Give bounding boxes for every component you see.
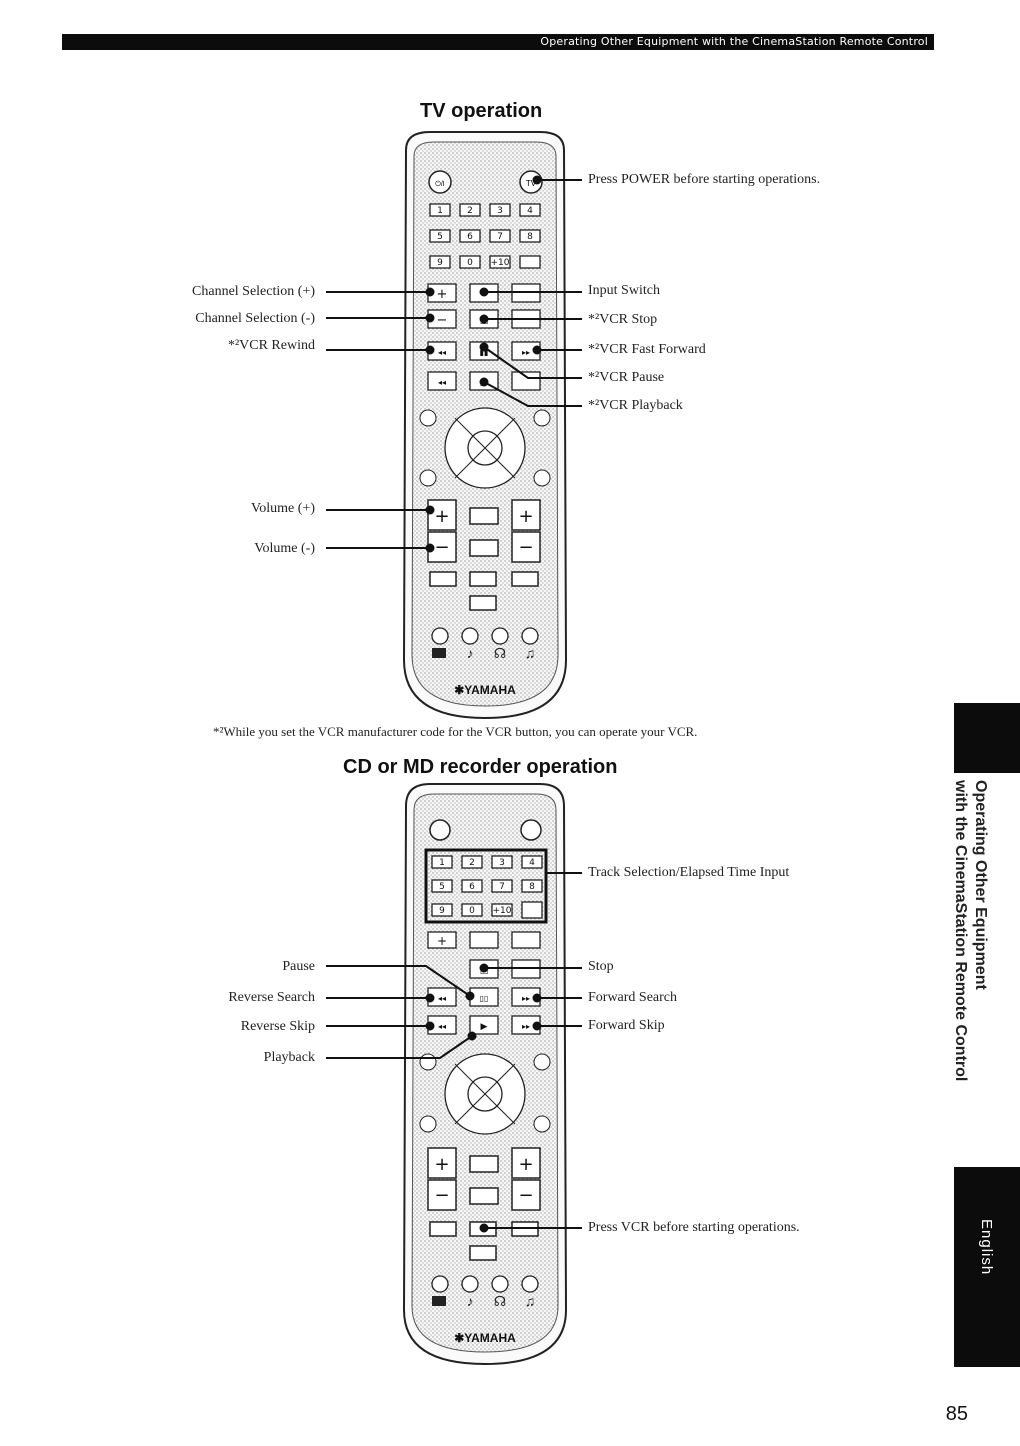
callout-channel-minus: Channel Selection (-) (195, 311, 315, 326)
callout-press-vcr: Press VCR before starting operations. (588, 1220, 800, 1235)
svg-text:♫: ♫ (525, 647, 536, 662)
svg-text:+: + (434, 1154, 449, 1175)
svg-text:▸▸: ▸▸ (522, 1022, 530, 1031)
callout-volume-plus: Volume (+) (250, 501, 315, 516)
svg-text:+: + (437, 934, 447, 948)
cd-callout-lines (326, 872, 582, 1233)
svg-text:5: 5 (437, 232, 443, 242)
svg-text:▮▮: ▮▮ (480, 348, 489, 357)
svg-text:−: − (518, 537, 533, 558)
svg-text:−: − (434, 1185, 449, 1206)
svg-text:◂◂: ◂◂ (438, 994, 446, 1003)
side-section-title: Operating Other Equipment with the Cinem… (950, 780, 990, 1081)
svg-text:◂◂: ◂◂ (438, 1022, 446, 1031)
svg-text:♪: ♪ (467, 1295, 474, 1310)
side-section-line1: Operating Other Equipment (972, 780, 989, 990)
svg-text:◂◂: ◂◂ (438, 348, 446, 357)
svg-text:▸▸: ▸▸ (522, 348, 530, 357)
callout-playback: Playback (263, 1050, 315, 1065)
svg-text:▶: ▶ (481, 1022, 488, 1032)
svg-text:0: 0 (467, 258, 473, 268)
callout-volume-minus: Volume (-) (254, 541, 315, 556)
vcr-footnote: *²While you set the VCR manufacturer cod… (213, 724, 698, 739)
callout-stop: Stop (588, 959, 614, 974)
svg-text:8: 8 (527, 232, 533, 242)
tv-section-title: TV operation (420, 100, 543, 122)
svg-text:7: 7 (497, 232, 503, 242)
side-tab-marker (954, 703, 1020, 773)
callout-reverse-search: Reverse Search (228, 990, 315, 1005)
svg-text:1: 1 (439, 858, 445, 868)
yamaha-logo: ✱YAMAHA (454, 1331, 516, 1345)
svg-text:7: 7 (499, 882, 505, 892)
svg-text:+10: +10 (491, 258, 510, 268)
svg-text:+: + (434, 506, 449, 527)
svg-text:▸▸: ▸▸ (522, 994, 530, 1003)
callout-reverse-skip: Reverse Skip (240, 1019, 315, 1034)
yamaha-logo: ✱YAMAHA (454, 683, 516, 697)
svg-text:8: 8 (529, 882, 535, 892)
svg-text:♫: ♫ (525, 1295, 536, 1310)
svg-text:+: + (518, 1154, 533, 1175)
svg-text:+: + (437, 287, 448, 302)
svg-text:2: 2 (469, 858, 475, 868)
svg-text:3: 3 (499, 858, 505, 868)
callout-press-power: Press POWER before starting operations. (588, 172, 821, 187)
callout-vcr-playback: *²VCR Playback (588, 398, 683, 413)
svg-text:6: 6 (469, 882, 475, 892)
svg-text:+: + (518, 506, 533, 527)
svg-text:3: 3 (497, 206, 503, 216)
callout-input-switch: Input Switch (588, 283, 660, 298)
callout-vcr-stop: *²VCR Stop (588, 312, 658, 327)
callout-vcr-rewind: *²VCR Rewind (227, 338, 315, 353)
svg-text:4: 4 (529, 858, 535, 868)
svg-text:TV: TV (526, 179, 537, 188)
svg-text:1: 1 (437, 206, 443, 216)
svg-text:⏻/I: ⏻/I (435, 180, 444, 188)
svg-text:−: − (518, 1185, 533, 1206)
page-number: 85 (945, 1403, 968, 1425)
svg-text:−: − (434, 537, 449, 558)
callout-forward-skip: Forward Skip (588, 1018, 665, 1033)
svg-text:9: 9 (437, 258, 443, 268)
svg-text:−: − (437, 313, 448, 328)
svg-text:☊: ☊ (494, 647, 506, 662)
callout-pause: Pause (282, 959, 315, 974)
svg-text:+10: +10 (493, 906, 512, 916)
svg-text:♪: ♪ (467, 647, 474, 662)
svg-text:2: 2 (467, 206, 473, 216)
svg-text:4: 4 (527, 206, 533, 216)
callout-track-selection: Track Selection/Elapsed Time Input (588, 865, 790, 880)
side-section-line2: with the CinemaStation Remote Control (952, 780, 969, 1082)
callout-vcr-fast-forward: *²VCR Fast Forward (588, 342, 706, 357)
svg-text:5: 5 (439, 882, 445, 892)
svg-text:0: 0 (469, 906, 475, 916)
svg-text:◂◂: ◂◂ (438, 378, 446, 387)
svg-text:☊: ☊ (494, 1295, 506, 1310)
callout-vcr-pause: *²VCR Pause (588, 370, 665, 385)
callout-forward-search: Forward Search (588, 990, 678, 1005)
svg-text:9: 9 (439, 906, 445, 916)
callout-channel-plus: Channel Selection (+) (192, 284, 315, 299)
svg-text:▯▯: ▯▯ (480, 994, 489, 1003)
running-header: Operating Other Equipment with the Cinem… (62, 34, 934, 50)
language-label: English (978, 1219, 995, 1276)
side-tab-language: English (954, 1167, 1020, 1367)
tv-callout-lines (326, 175, 582, 553)
svg-text:6: 6 (467, 232, 473, 242)
cd-section-title: CD or MD recorder operation (343, 756, 618, 778)
